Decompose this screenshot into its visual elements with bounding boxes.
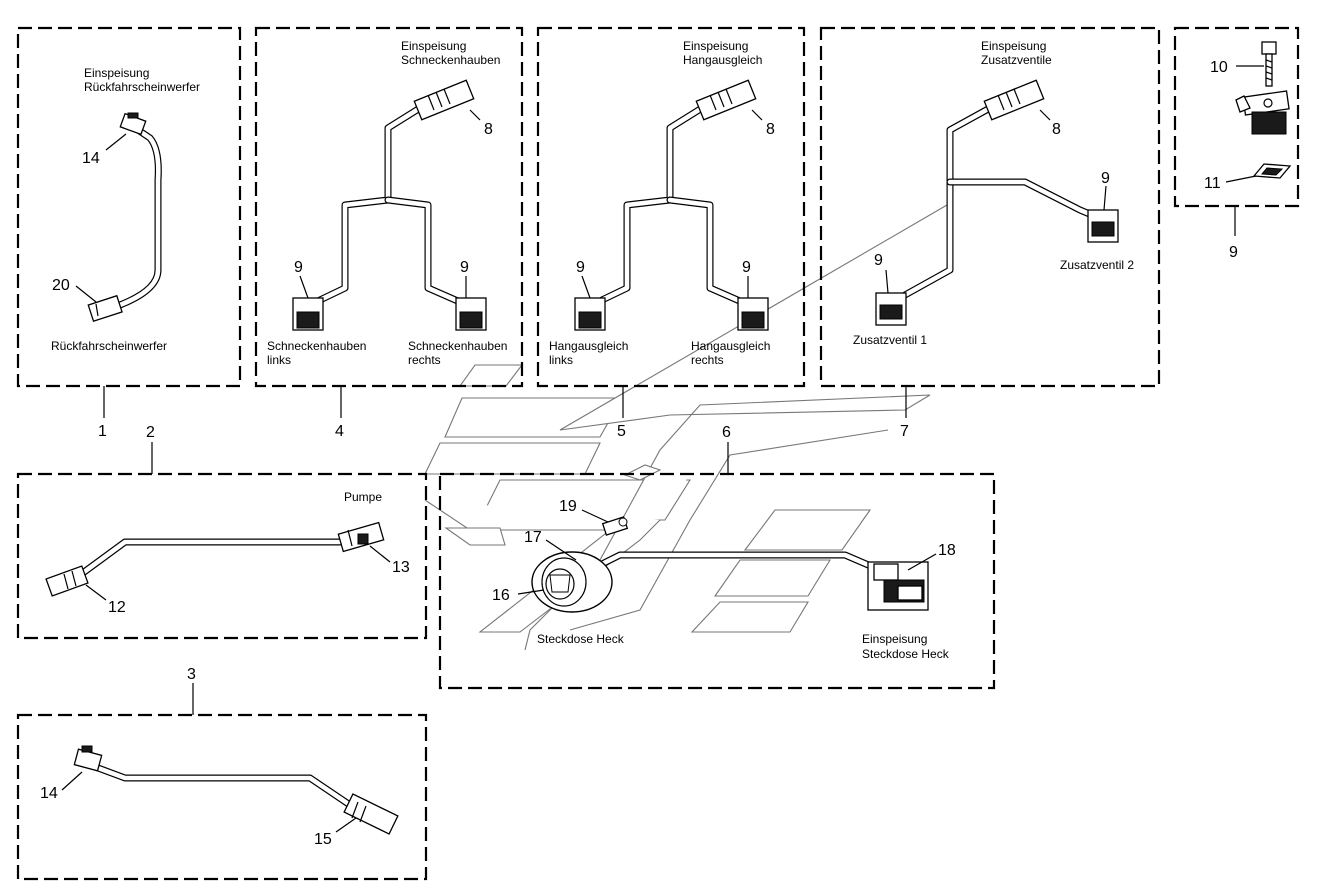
group-box-9 [1173, 26, 1300, 208]
label-slope-left-1: Hangausgleich [549, 339, 628, 353]
label-pump: Pumpe [344, 490, 382, 504]
part-number-9-g4-right: 9 [460, 259, 469, 276]
part-number-14-b: 14 [40, 785, 58, 802]
connector-8-icon [695, 79, 757, 121]
group-box-6 [438, 472, 996, 690]
harness-group-7 [875, 79, 1119, 326]
group-box-7 [819, 26, 1161, 388]
label-feed-auger-2: Schneckenhauben [401, 53, 500, 67]
plug-19-icon [601, 516, 629, 536]
label-slope-left-2: links [549, 353, 573, 367]
part-number-17: 17 [524, 529, 542, 546]
part-number-14: 14 [82, 150, 100, 167]
label-feed-aux-valves-1: Einspeisung [981, 39, 1046, 53]
part-number-11: 11 [1204, 175, 1221, 192]
connector-8-icon [413, 79, 475, 121]
connector-14-icon [73, 745, 103, 772]
harness-group-6 [517, 509, 937, 613]
harness-group-4 [292, 79, 487, 331]
label-feed-auger-1: Einspeisung [401, 39, 466, 53]
part-number-9-g7-valve1: 9 [874, 252, 883, 269]
label-feed-slope-2: Hangausgleich [683, 53, 762, 67]
group-number-4: 4 [335, 423, 344, 440]
label-aux-valve-1: Zusatzventil 1 [853, 333, 927, 347]
harness-group-3 [61, 745, 399, 835]
part-number-8-g5: 8 [766, 121, 775, 138]
plug-detail-group-9 [1225, 41, 1292, 183]
part-number-18: 18 [938, 542, 956, 559]
valve-plug-body-icon [1235, 90, 1290, 135]
group-box-1 [16, 26, 242, 388]
socket-16-icon [531, 551, 613, 613]
background-ghost-outline [424, 204, 948, 651]
group-box-5 [536, 26, 806, 388]
group-number-3: 3 [187, 666, 196, 683]
label-reverse-light: Rückfahrscheinwerfer [51, 339, 167, 353]
harness-group-5 [574, 79, 769, 331]
harness-group-2 [45, 521, 391, 601]
group-number-5: 5 [617, 423, 626, 440]
part-number-16: 16 [492, 587, 510, 604]
connector-12-icon [45, 565, 89, 597]
label-feed-rear-socket-1: Einspeisung [862, 632, 927, 646]
label-auger-right-1: Schneckenhauben [408, 339, 507, 353]
valve-plug-9-valve2-icon [1087, 209, 1119, 243]
valve-plug-9-right-icon [737, 297, 769, 331]
label-feed-reverse-light-1: Einspeisung [84, 66, 149, 80]
gasket-11-icon [1252, 163, 1292, 179]
valve-plug-9-left-icon [574, 297, 606, 331]
group-number-1: 1 [98, 423, 107, 440]
connector-13-icon [337, 521, 385, 553]
group-number-6: 6 [722, 424, 731, 441]
text-labels: Einspeisung Rückfahrscheinwerfer Rückfah… [51, 39, 1134, 661]
part-number-15: 15 [314, 831, 332, 848]
part-number-19: 19 [559, 498, 577, 515]
part-number-9-g5-left: 9 [576, 259, 585, 276]
label-auger-right-2: rechts [408, 353, 441, 367]
group-number-7: 7 [900, 423, 909, 440]
label-feed-slope-1: Einspeisung [683, 39, 748, 53]
part-number-9-g4-left: 9 [294, 259, 303, 276]
label-auger-left-2: links [267, 353, 291, 367]
label-feed-aux-valves-2: Zusatzventile [981, 53, 1052, 67]
part-numbers: 1 14 20 2 12 13 3 14 15 4 8 9 9 5 8 9 9 … [40, 59, 1238, 848]
connector-20-icon [87, 294, 123, 323]
label-auger-left-1: Schneckenhauben [267, 339, 366, 353]
harness-group-1 [75, 112, 162, 323]
valve-plug-9-left-icon [292, 297, 324, 331]
label-feed-reverse-light-2: Rückfahrscheinwerfer [84, 80, 200, 94]
connector-15-icon [343, 793, 399, 835]
connector-18-icon [867, 561, 929, 611]
connector-8-icon [983, 79, 1045, 121]
label-feed-rear-socket-2: Steckdose Heck [862, 647, 950, 661]
part-number-20: 20 [52, 277, 70, 294]
group-box-2 [16, 472, 428, 640]
valve-plug-9-right-icon [455, 297, 487, 331]
group-box-4 [254, 26, 524, 388]
part-number-13: 13 [392, 559, 410, 576]
label-rear-socket: Steckdose Heck [537, 632, 625, 646]
part-number-12: 12 [108, 599, 126, 616]
part-number-10: 10 [1210, 59, 1228, 76]
label-aux-valve-2: Zusatzventil 2 [1060, 258, 1134, 272]
group-leader-lines [103, 206, 1236, 715]
valve-plug-9-valve1-icon [875, 292, 907, 326]
part-number-9-g7-valve2: 9 [1101, 170, 1110, 187]
part-number-8-g4: 8 [484, 121, 493, 138]
part-number-9-g5-right: 9 [742, 259, 751, 276]
screw-10-icon [1261, 41, 1277, 87]
label-slope-right-1: Hangausgleich [691, 339, 770, 353]
group-number-2: 2 [146, 424, 155, 441]
group-number-9: 9 [1229, 244, 1238, 261]
label-slope-right-2: rechts [691, 353, 724, 367]
connector-14-icon [119, 112, 147, 136]
group-box-3 [16, 713, 428, 881]
part-number-8-g7: 8 [1052, 121, 1061, 138]
